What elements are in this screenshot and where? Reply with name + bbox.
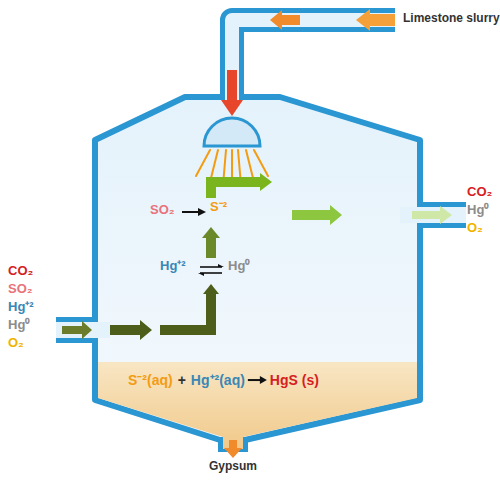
- reaction-arrow: [248, 379, 261, 381]
- gas-label: CO₂: [467, 185, 492, 200]
- gas-label: CO₂: [8, 264, 33, 279]
- gas-label: Hg⁰: [467, 203, 489, 218]
- reaction-term: Hg⁺²(aq): [191, 372, 245, 388]
- reaction-term: S⁻²(aq): [128, 372, 173, 388]
- reaction-term: HgS (s): [270, 372, 319, 388]
- gas-label: O₂: [467, 221, 483, 236]
- reaction-arrowhead: [260, 376, 267, 384]
- gas-label: Hg⁰: [8, 318, 30, 333]
- outlet-label: Gypsum: [209, 460, 257, 474]
- gas-label: SO₂: [8, 282, 33, 297]
- species-label: Hg⁺²: [160, 259, 186, 274]
- species-label: SO₂: [150, 203, 175, 218]
- gas-label: Hg⁺²: [8, 300, 34, 315]
- inlet-label: Limestone slurry: [403, 12, 500, 26]
- reaction-term: +: [178, 372, 186, 388]
- gas-label: O₂: [8, 336, 24, 351]
- species-label: Hg⁰: [228, 259, 250, 274]
- species-label: S⁻²: [210, 200, 227, 215]
